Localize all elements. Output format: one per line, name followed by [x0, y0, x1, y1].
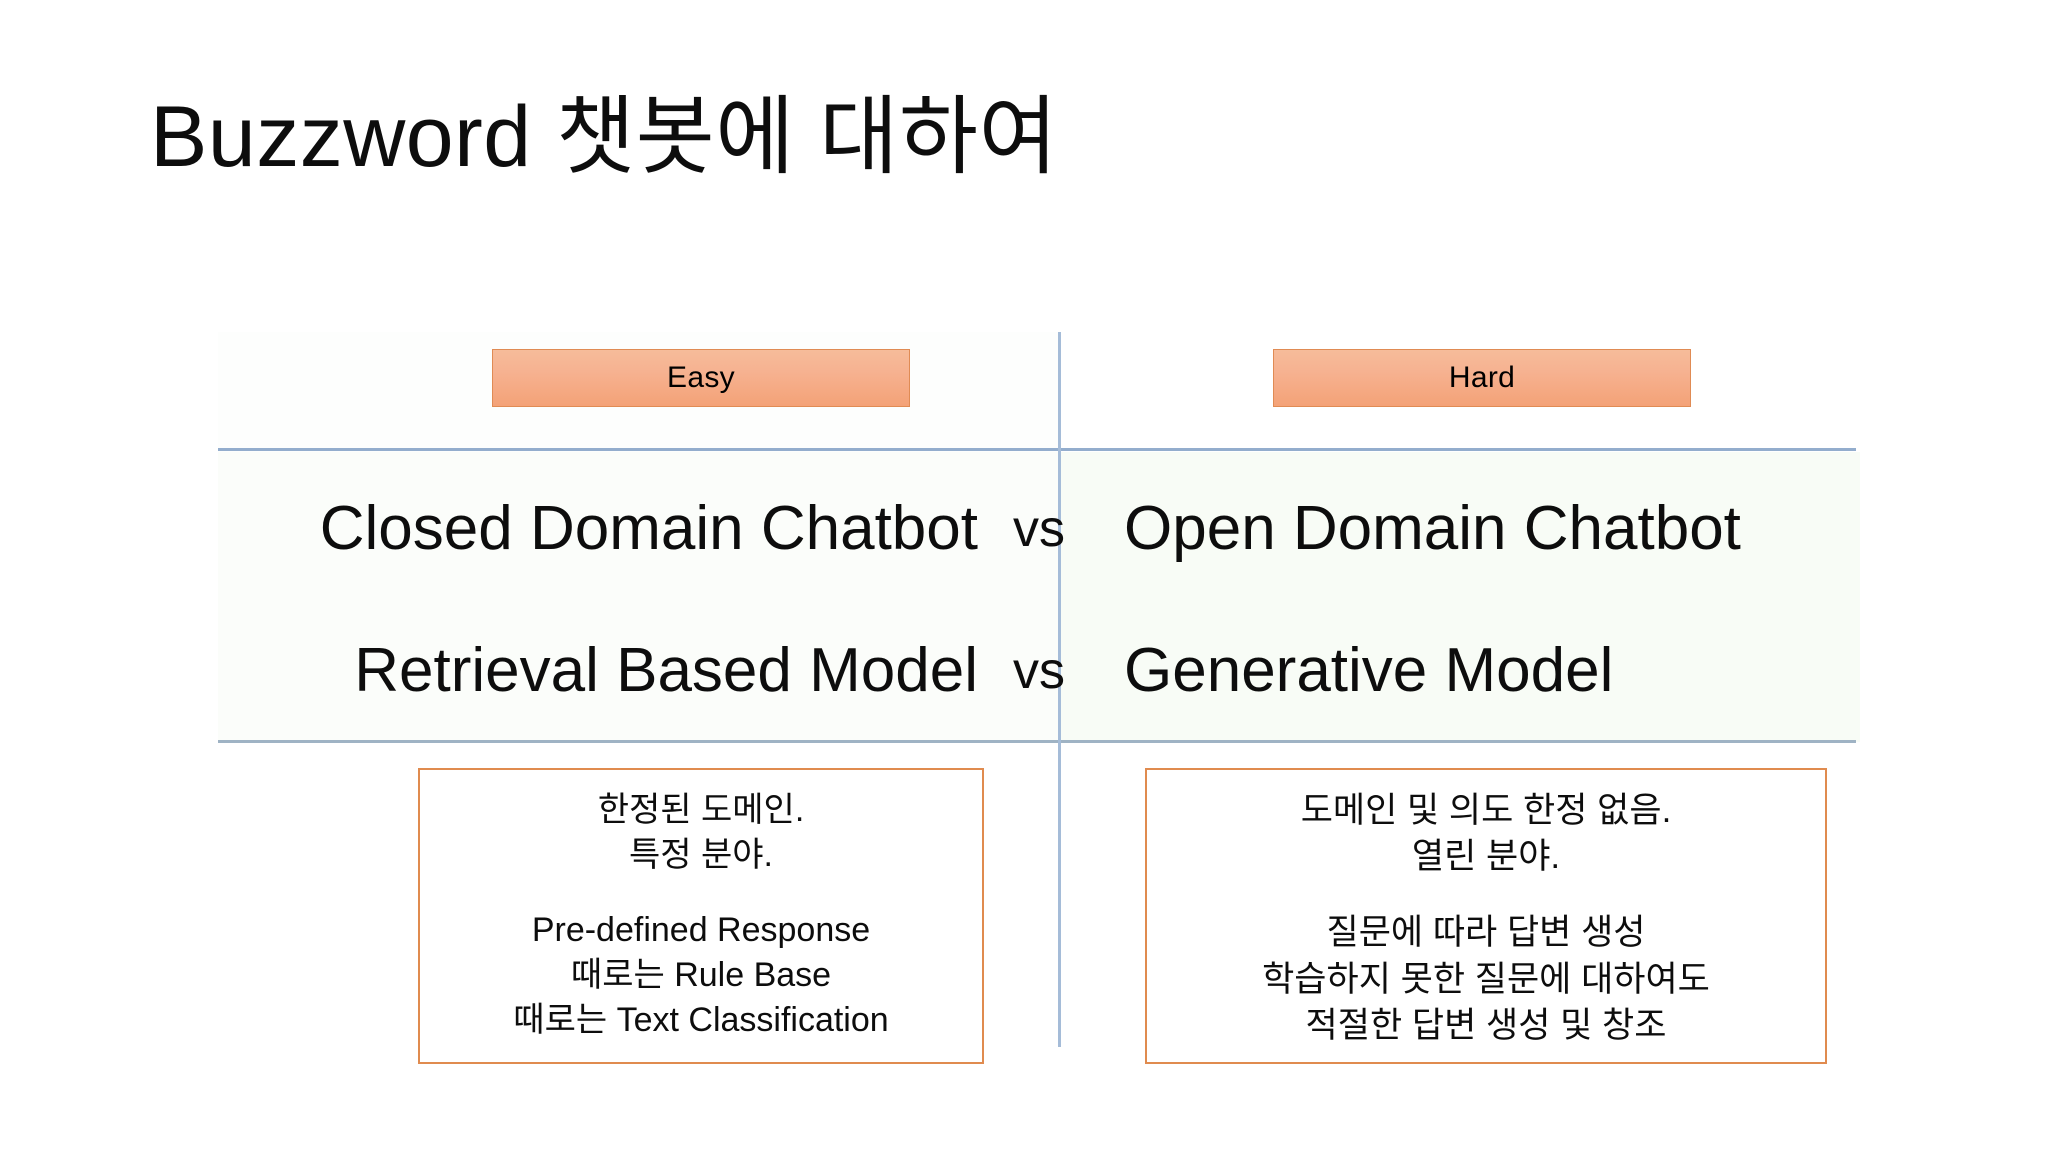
comparison-row: Retrieval Based Model vs Generative Mode… — [218, 628, 1856, 714]
comparison-right-term: Generative Model — [1124, 636, 1614, 705]
divider-bottom — [218, 740, 1856, 743]
description-line: 질문에 따라 답변 생성 — [1326, 913, 1646, 953]
comparison-vs-label: vs — [1013, 500, 1065, 558]
divider-top — [218, 448, 1856, 451]
description-line: 때로는 Text Classification — [513, 1000, 889, 1039]
comparison-left-term: Closed Domain Chatbot — [319, 494, 978, 563]
description-line: 도메인 및 의도 한정 없음. — [1300, 791, 1672, 830]
description-line: 적절한 답변 생성 및 창조 — [1305, 1005, 1667, 1045]
description-line: 때로는 Rule Base — [570, 955, 832, 994]
comparison-right-term: Open Domain Chatbot — [1124, 494, 1741, 563]
description-box-right: 도메인 및 의도 한정 없음. 열린 분야. 질문에 따라 답변 생성 학습하지… — [1145, 768, 1827, 1064]
description-line: 특정 분야. — [628, 835, 773, 874]
comparison-left-term: Retrieval Based Model — [354, 636, 978, 705]
description-line: 학습하지 못한 질문에 대하여도 — [1262, 959, 1710, 999]
page-title: Buzzword 챗봇에 대하여 — [150, 89, 1059, 185]
difficulty-chip-easy[interactable]: Easy — [492, 349, 910, 407]
divider-vertical — [1058, 332, 1061, 1047]
description-box-left: 한정된 도메인. 특정 분야. Pre-defined Response 때로는… — [418, 768, 984, 1064]
description-line: 열린 분야. — [1411, 837, 1561, 877]
difficulty-chip-hard-label: Hard — [1448, 361, 1516, 394]
description-line: 한정된 도메인. — [597, 791, 805, 829]
difficulty-chip-easy-label: Easy — [667, 361, 735, 394]
comparison-row: Closed Domain Chatbot vs Open Domain Cha… — [218, 486, 1856, 572]
difficulty-chip-hard[interactable]: Hard — [1273, 349, 1691, 407]
comparison-vs-label: vs — [1013, 642, 1065, 700]
description-line: Pre-defined Response — [531, 910, 871, 949]
